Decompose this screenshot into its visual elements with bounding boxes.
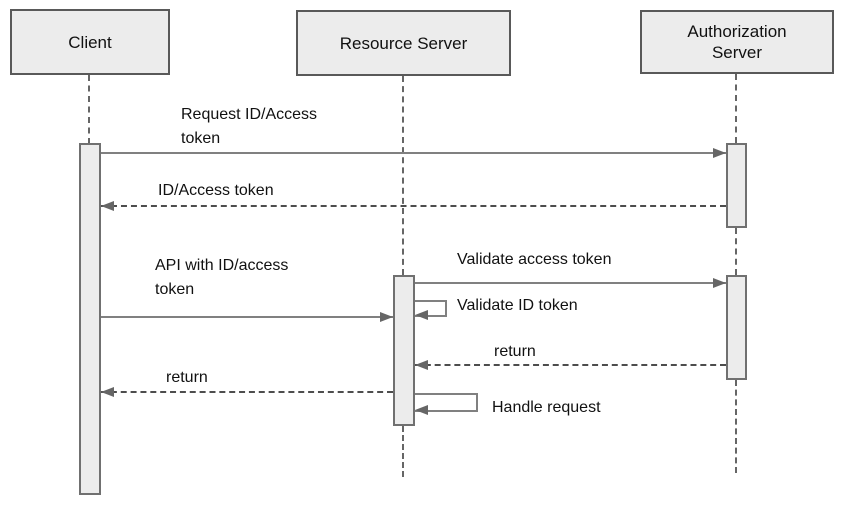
message-validate-id-arrowhead-icon <box>415 310 428 320</box>
message-return-client-arrowhead-icon <box>101 387 114 397</box>
message-id-access-token-arrowhead-icon <box>101 201 114 211</box>
actor-label-client: Client <box>68 32 112 52</box>
lifeline-authorization-server-upper <box>735 74 737 143</box>
message-request-token-line <box>101 152 726 154</box>
message-handle-request-arrowhead-icon <box>415 405 428 415</box>
message-id-access-token-label: ID/Access token <box>158 182 274 199</box>
actor-label-resource-server: Resource Server <box>339 33 468 53</box>
message-validate-id-selfloop <box>415 300 447 317</box>
message-id-access-token-line <box>101 205 726 207</box>
message-return-auth-line <box>415 364 726 366</box>
message-return-client-line <box>101 391 393 393</box>
message-request-token-arrowhead-icon <box>713 148 726 158</box>
message-validate-access-line <box>415 282 726 284</box>
activation-resource-server <box>393 275 415 426</box>
message-api-call-label: API with ID/access token <box>155 257 289 298</box>
message-request-token-label: Request ID/Access token <box>181 106 318 147</box>
lifeline-client <box>88 75 90 144</box>
message-validate-access-arrowhead-icon <box>713 278 726 288</box>
actor-label-authorization-server: Authorization Server <box>687 22 787 62</box>
message-handle-request-label: Handle request <box>492 399 601 416</box>
lifeline-resource-server-upper <box>402 76 404 275</box>
activation-authorization-server-2 <box>726 275 747 380</box>
lifeline-resource-server-lower <box>402 426 404 477</box>
actor-box-authorization-server: Authorization Server <box>640 10 834 74</box>
activation-client <box>79 143 101 495</box>
actor-box-client: Client <box>10 9 170 75</box>
message-api-call-line <box>101 316 393 318</box>
message-validate-id-label: Validate ID token <box>457 297 578 314</box>
activation-authorization-server-1 <box>726 143 747 228</box>
lifeline-authorization-server-middle <box>735 228 737 275</box>
message-handle-request-selfloop <box>415 393 478 412</box>
message-validate-access-label: Validate access token <box>457 251 612 268</box>
message-return-auth-label: return <box>494 343 536 360</box>
message-api-call-arrowhead-icon <box>380 312 393 322</box>
message-return-client-label: return <box>166 369 208 386</box>
message-return-auth-arrowhead-icon <box>415 360 428 370</box>
lifeline-authorization-server-lower <box>735 380 737 473</box>
actor-box-resource-server: Resource Server <box>296 10 511 76</box>
